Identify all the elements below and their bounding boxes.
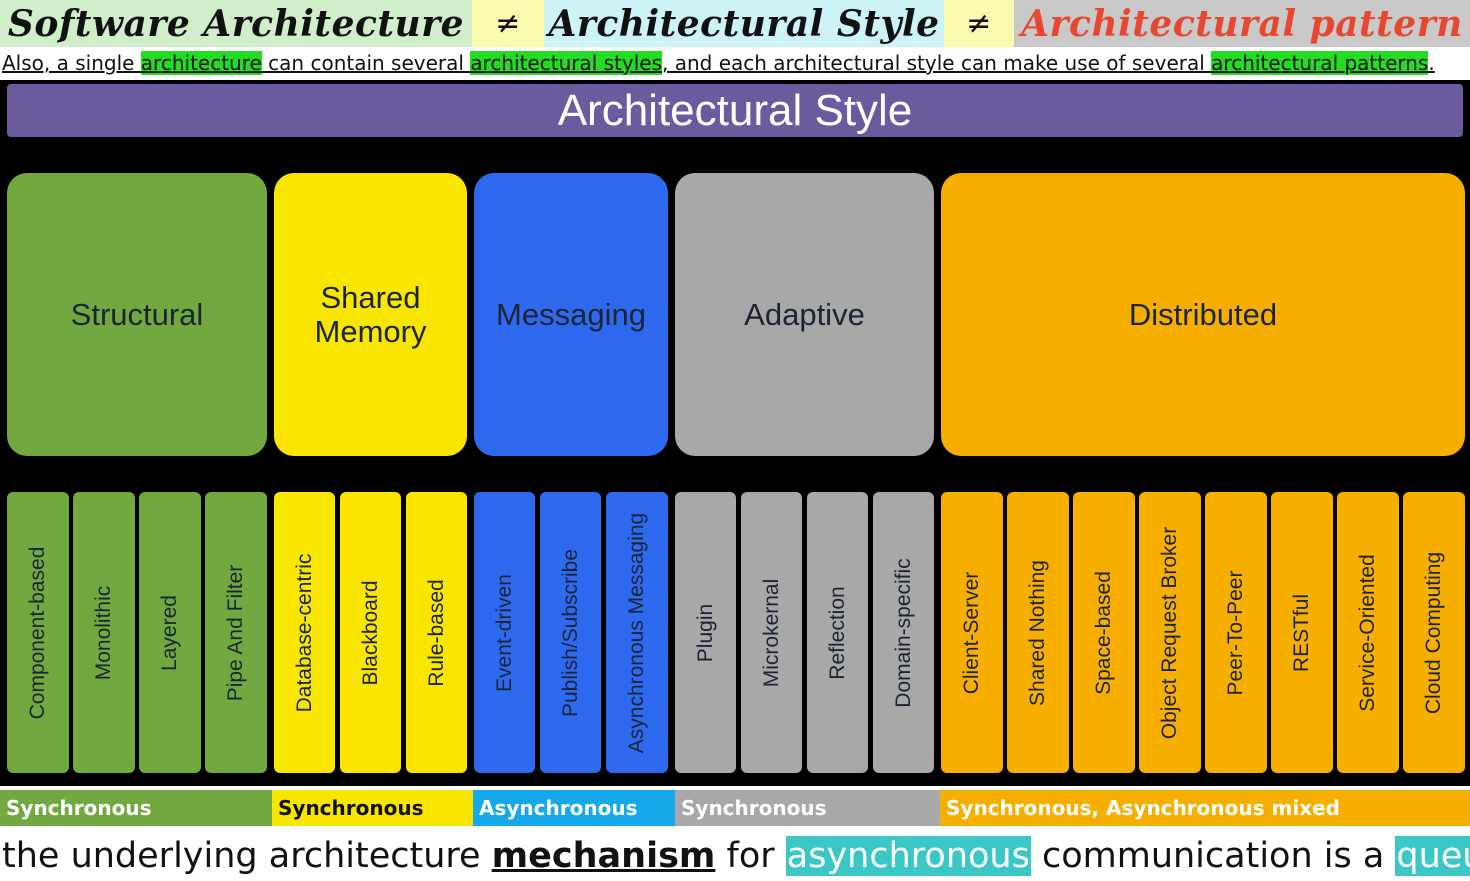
subtitle: Also, a single architecture can contain … bbox=[2, 50, 1435, 76]
style-restful: RESTful bbox=[1271, 492, 1333, 773]
mechanism-emphasis: mechanism bbox=[491, 836, 716, 876]
highlight-architectural-patterns: architectural patterns bbox=[1211, 51, 1429, 75]
style-monolithic: Monolithic bbox=[73, 492, 135, 773]
title-software-architecture: Software Architecture bbox=[0, 0, 472, 47]
not-equal-sign: ≠ bbox=[472, 0, 544, 47]
bottom-note: the underlying architecture mechanism fo… bbox=[2, 830, 1470, 881]
style-label: Pipe And Filter bbox=[224, 564, 247, 701]
style-shared-nothing: Shared Nothing bbox=[1007, 492, 1069, 773]
category-label: Shared Memory bbox=[314, 280, 427, 349]
category-shared-memory: Shared Memory bbox=[274, 173, 467, 456]
style-label: Rule-based bbox=[424, 578, 448, 687]
category-label: Distributed bbox=[1128, 296, 1278, 332]
style-domain-specific: Domain-specific bbox=[873, 492, 934, 773]
style-component-based: Component-based bbox=[7, 492, 69, 773]
style-layered: Layered bbox=[139, 492, 201, 773]
communication-type-row: Synchronous Synchronous Asynchronous Syn… bbox=[0, 790, 1470, 826]
sync-label-distributed: Synchronous, Asynchronous mixed bbox=[940, 790, 1470, 826]
category-structural: Structural bbox=[7, 173, 267, 456]
style-label: Event-driven bbox=[492, 573, 516, 692]
style-service-oriented: Service-Oriented bbox=[1337, 492, 1399, 773]
style-label: Client-Server bbox=[960, 571, 983, 694]
style-publish-subscribe: Publish/Subscribe bbox=[540, 492, 601, 773]
sync-label-adaptive: Synchronous bbox=[675, 790, 940, 826]
sync-label-structural: Synchronous bbox=[0, 790, 272, 826]
category-messaging: Messaging bbox=[474, 173, 668, 456]
style-asynchronous-messaging: Asynchronous Messaging bbox=[606, 492, 668, 773]
style-label: Microkernal bbox=[759, 578, 783, 687]
style-label: Shared Nothing bbox=[1026, 559, 1049, 706]
style-pipe-and-filter: Pipe And Filter bbox=[205, 492, 267, 773]
style-database-centric: Database-centric bbox=[274, 492, 335, 773]
sync-label-messaging: Asynchronous bbox=[473, 790, 675, 826]
style-label: Reflection bbox=[825, 585, 849, 680]
style-plugin: Plugin bbox=[675, 492, 736, 773]
style-client-server: Client-Server bbox=[941, 492, 1003, 773]
style-label: RESTful bbox=[1290, 593, 1313, 672]
style-microkernal: Microkernal bbox=[741, 492, 802, 773]
style-object-request-broker: Object Request Broker bbox=[1139, 492, 1201, 773]
style-reflection: Reflection bbox=[807, 492, 868, 773]
title-architectural-style: Architectural Style bbox=[544, 0, 944, 47]
style-label: Asynchronous Messaging bbox=[625, 512, 648, 753]
subtitle-text: can contain several bbox=[261, 51, 471, 75]
architectural-style-header: Architectural Style bbox=[7, 84, 1463, 137]
highlight-queue: queue bbox=[1395, 836, 1470, 876]
not-equal-sign: ≠ bbox=[944, 0, 1014, 47]
style-space-based: Space-based bbox=[1073, 492, 1135, 773]
note-text: communication is a bbox=[1030, 836, 1396, 876]
title-row: Software Architecture ≠ Architectural St… bbox=[0, 0, 1470, 47]
category-distributed: Distributed bbox=[941, 173, 1465, 456]
title-architectural-pattern: Architectural pattern bbox=[1014, 0, 1470, 47]
style-peer-to-peer: Peer-To-Peer bbox=[1205, 492, 1267, 773]
style-label: Database-centric bbox=[292, 553, 316, 712]
style-label: Component-based bbox=[26, 546, 49, 719]
style-label: Object Request Broker bbox=[1158, 526, 1181, 739]
style-label: Space-based bbox=[1092, 570, 1115, 695]
highlight-asynchronous: asynchronous bbox=[785, 836, 1031, 876]
style-label: Domain-specific bbox=[891, 557, 915, 708]
highlight-architecture: architecture bbox=[140, 51, 262, 75]
highlight-architectural-styles: architectural styles bbox=[470, 51, 663, 75]
category-label: Adaptive bbox=[744, 296, 865, 332]
style-label: Blackboard bbox=[358, 579, 382, 686]
note-text: for bbox=[715, 836, 786, 876]
style-blackboard: Blackboard bbox=[340, 492, 401, 773]
subtitle-text: , and each architectural style can make … bbox=[662, 51, 1212, 75]
style-label: Layered bbox=[158, 594, 181, 671]
style-event-driven: Event-driven bbox=[474, 492, 535, 773]
category-adaptive: Adaptive bbox=[675, 173, 934, 456]
subtitle-text: . bbox=[1428, 51, 1435, 75]
style-cloud-computing: Cloud Computing bbox=[1403, 492, 1465, 773]
style-label: Cloud Computing bbox=[1422, 551, 1445, 714]
style-rule-based: Rule-based bbox=[406, 492, 467, 773]
note-text: the underlying architecture bbox=[2, 836, 492, 876]
style-label: Service-Oriented bbox=[1356, 553, 1379, 712]
category-label: Structural bbox=[70, 296, 204, 332]
style-label: Peer-To-Peer bbox=[1224, 570, 1247, 695]
style-label: Monolithic bbox=[92, 585, 115, 680]
style-label: Plugin bbox=[693, 603, 717, 662]
subtitle-text: Also, a single bbox=[2, 51, 141, 75]
style-label: Publish/Subscribe bbox=[558, 548, 582, 717]
category-label: Messaging bbox=[496, 296, 646, 332]
sync-label-shared-memory: Synchronous bbox=[272, 790, 473, 826]
